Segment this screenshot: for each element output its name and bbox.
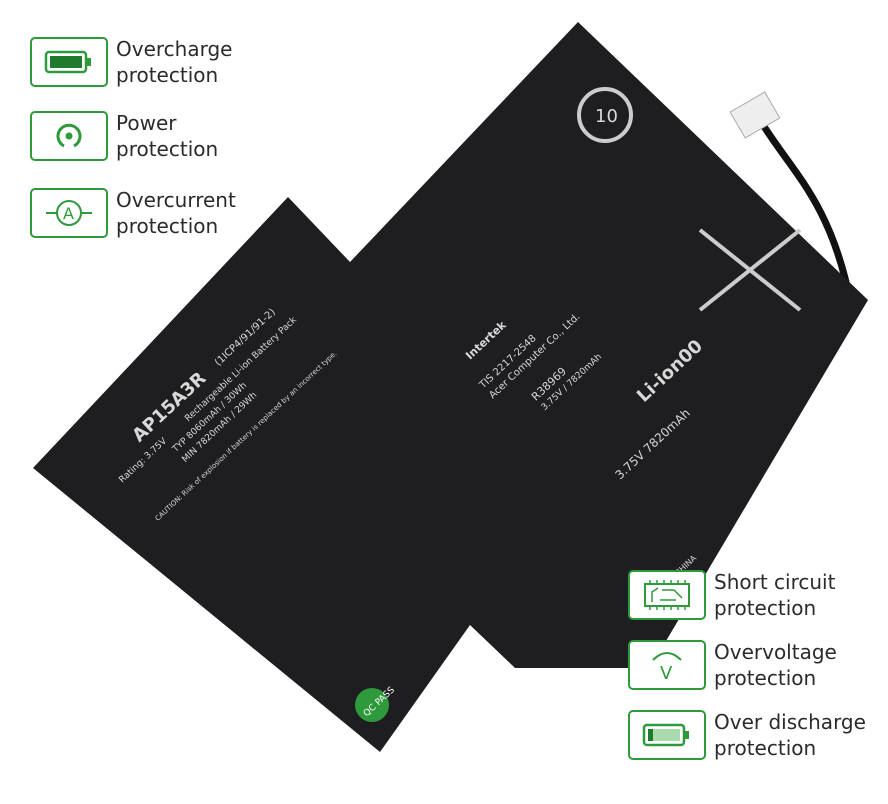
- connector-cable: [729, 91, 854, 301]
- circuit-board-icon: [628, 570, 706, 620]
- feature-subtitle: protection: [714, 736, 817, 760]
- battery-low-icon: [628, 710, 706, 760]
- feature-subtitle: protection: [714, 666, 817, 690]
- feature-subtitle: protection: [116, 63, 219, 87]
- feature-title: Overcurrent: [116, 188, 236, 212]
- feature-title: Short circuit: [714, 570, 836, 594]
- feature-subtitle: protection: [116, 137, 219, 161]
- ammeter-icon: A: [30, 188, 108, 238]
- power-icon: [30, 111, 108, 161]
- svg-text:V: V: [660, 663, 673, 682]
- recycle-icon: 10: [577, 87, 633, 143]
- battery-full-icon: [30, 37, 108, 87]
- feature-title: Over discharge: [714, 710, 866, 734]
- crossed-bin-icon: [698, 228, 802, 312]
- feature-subtitle: protection: [116, 214, 219, 238]
- battery-body: [33, 22, 868, 752]
- feature-title: Power: [116, 111, 177, 135]
- feature-title: Overcharge: [116, 37, 233, 61]
- voltmeter-icon: V: [628, 640, 706, 690]
- feature-title: Overvoltage: [714, 640, 837, 664]
- feature-subtitle: protection: [714, 596, 817, 620]
- svg-text:10: 10: [595, 106, 618, 127]
- svg-text:A: A: [63, 204, 74, 223]
